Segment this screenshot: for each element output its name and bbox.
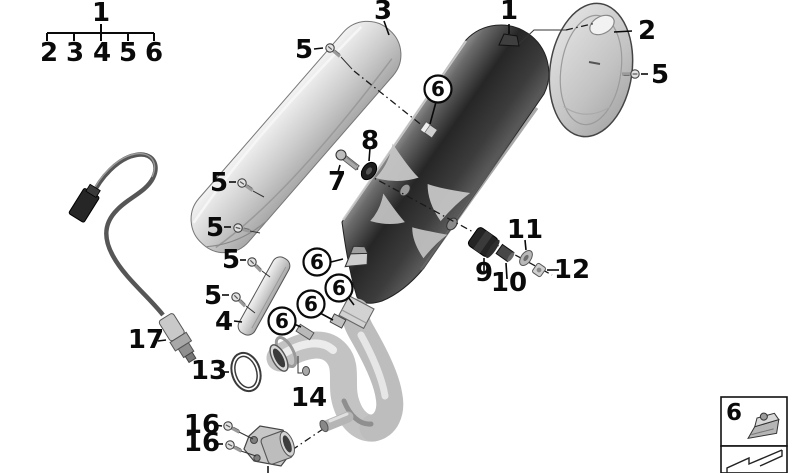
callout-heat-shield[interactable]: 3 [374, 0, 392, 26]
svg-text:6: 6 [310, 250, 324, 274]
legend-root[interactable]: 1 [92, 0, 110, 28]
pin-part [302, 366, 310, 376]
svg-text:6: 6 [332, 276, 346, 300]
inlet-pipe-end [269, 336, 298, 372]
pipe-collar [338, 295, 375, 330]
callout-spacer[interactable]: 10 [491, 268, 527, 298]
callout-nut[interactable]: 12 [554, 255, 590, 285]
callout-clamp-1[interactable]: 6 [302, 247, 344, 277]
callout-clamp-4[interactable]: 6 [267, 306, 302, 336]
callout-end-cap-screw[interactable]: 5 [651, 60, 669, 90]
direction-arrow-icon [726, 449, 783, 473]
callout-washer[interactable]: 11 [507, 215, 543, 245]
svg-text:6: 6 [431, 77, 445, 101]
sensor-body [158, 313, 197, 364]
callout-shield-screw-2[interactable]: 5 [206, 213, 224, 243]
svg-text:6: 6 [275, 309, 289, 333]
inset-clamp-label[interactable]: 6 [726, 400, 742, 426]
shoulder-bolt-part [335, 149, 360, 171]
grommet-part [360, 161, 378, 181]
callout-shield-screw-top[interactable]: 5 [295, 35, 313, 65]
hanger-tab [498, 33, 520, 47]
stub-pipe [320, 411, 354, 432]
bracket-screw-1 [244, 254, 266, 276]
callout-rubber-damper[interactable]: 9 [475, 258, 493, 288]
oxygen-sensor-part [68, 152, 197, 364]
callout-oxygen-sensor[interactable]: 17 [128, 325, 164, 355]
callout-gasket-ring[interactable]: 13 [191, 356, 227, 386]
collar-clamp-nut [329, 313, 347, 329]
cap-leader-line [518, 29, 566, 45]
flange-part [243, 425, 295, 473]
gasket-ring-part [230, 351, 262, 393]
stub-pipe-end [319, 419, 329, 433]
legend-item-2[interactable]: 2 [40, 38, 58, 68]
callout-grommet[interactable]: 8 [361, 126, 379, 156]
mount-axis-line [351, 165, 553, 276]
callout-end-cap[interactable]: 2 [638, 16, 656, 46]
spacer-part [495, 243, 515, 263]
callout-bracket[interactable]: 4 [215, 307, 233, 337]
inset-clamp-box: 6 [720, 396, 788, 447]
callout-muffler[interactable]: 1 [500, 0, 518, 26]
callout-clamp-3[interactable]: 6 [296, 289, 334, 321]
sensor-connector [68, 183, 101, 223]
callout-bracket-screw-1[interactable]: 5 [222, 245, 240, 275]
nut-part [532, 262, 546, 278]
pin-leader [297, 356, 302, 374]
legend-item-5[interactable]: 5 [119, 38, 137, 68]
callout-shoulder-bolt[interactable]: 7 [328, 167, 346, 197]
callout-pin[interactable]: 14 [291, 383, 327, 413]
inset-arrow-box [720, 445, 788, 473]
muffler-x-graphic-2 [370, 193, 448, 259]
callout-shield-screw-1[interactable]: 5 [210, 168, 228, 198]
pipe-ferrule [295, 323, 315, 341]
clamp-icon [747, 412, 780, 440]
flange-screw-2 [222, 437, 246, 457]
legend-item-6[interactable]: 6 [145, 38, 163, 68]
flange-axis-line [291, 428, 324, 451]
mounting-boss-rear [446, 217, 458, 231]
wedge-clamp-part [344, 245, 369, 268]
flange-screw-1 [220, 418, 244, 438]
callout-flange-screw-2[interactable]: 16 [184, 428, 220, 458]
legend-item-4[interactable]: 4 [93, 38, 111, 68]
svg-text:6: 6 [304, 292, 318, 316]
cap-axis-line [565, 22, 597, 31]
rubber-damper-part [467, 227, 500, 259]
muffler-x-graphic [375, 143, 471, 222]
heat-shield-part [190, 20, 402, 254]
callout-clamp-top[interactable]: 6 [423, 74, 453, 125]
muffler-part [341, 24, 550, 304]
callout-flange-screw-1[interactable]: 16 [184, 410, 220, 440]
top-clamp-part [419, 121, 439, 139]
legend-tree: 1 2 3 4 5 6 [40, 0, 163, 68]
callout-clamp-2[interactable]: 6 [324, 273, 355, 306]
end-cap-part [548, 2, 634, 138]
washer-part [519, 249, 533, 267]
legend-item-3[interactable]: 3 [66, 38, 84, 68]
callout-bracket-screw-2[interactable]: 5 [204, 281, 222, 311]
bracket-part [237, 256, 291, 336]
